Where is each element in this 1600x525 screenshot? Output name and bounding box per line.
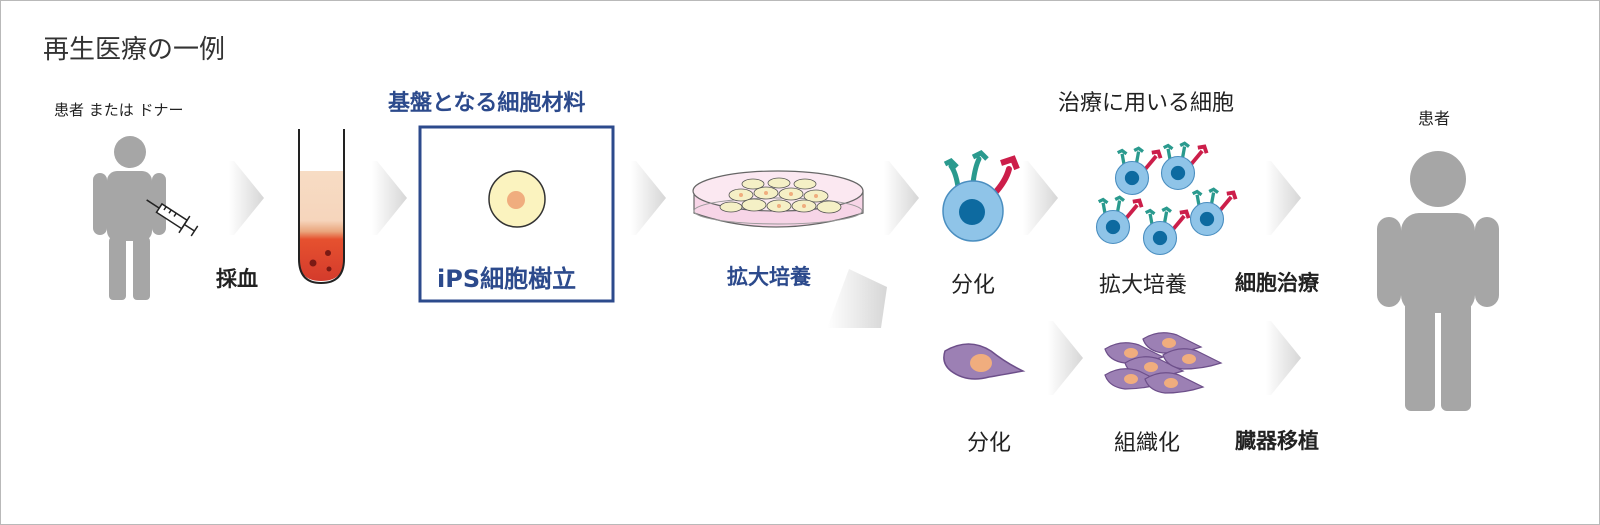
- cell-therapy-label: 細胞治療: [1235, 271, 1319, 295]
- tissue-label: 組織化: [1114, 431, 1181, 456]
- base-material-heading: 基盤となる細胞材料: [388, 91, 586, 116]
- diagonal-arrow-icon: [827, 269, 887, 328]
- ips-cell-icon: [488, 170, 546, 228]
- arrow-icon: [372, 161, 407, 235]
- petri-dish-icon: [692, 170, 864, 228]
- arrow-icon: [1023, 161, 1058, 235]
- arrow-icon: [1048, 321, 1083, 395]
- differentiation-label-upper: 分化: [951, 273, 996, 298]
- blood-draw-label: 採血: [216, 267, 258, 291]
- patient-label: 患者: [1418, 109, 1451, 128]
- arrow-icon: [1266, 321, 1301, 395]
- patient-person-icon: [1377, 151, 1499, 411]
- organ-transplant-label: 臓器移植: [1235, 429, 1319, 453]
- page-title: 再生医療の一例: [43, 35, 226, 65]
- donor-label: 患者 または ドナー: [54, 101, 184, 119]
- arrow-icon: [1266, 161, 1301, 235]
- immune-cell-cluster-icon: [1095, 141, 1238, 256]
- donor-person-icon: [93, 136, 166, 300]
- tissue-icon: [1104, 332, 1223, 394]
- immune-cell-icon: [942, 149, 1020, 242]
- arrow-icon: [631, 161, 666, 235]
- arrow-icon: [884, 161, 919, 235]
- therapy-cells-heading: 治療に用いる細胞: [1058, 91, 1235, 116]
- arrow-icon: [229, 161, 264, 235]
- expansion-label: 拡大培養: [727, 265, 811, 289]
- ips-label: iPS細胞樹立: [437, 265, 577, 293]
- test-tube-icon: [298, 129, 345, 285]
- differentiation-label-lower: 分化: [967, 431, 1012, 456]
- syringe-icon: [146, 199, 199, 237]
- muscle-cell-icon: [943, 343, 1026, 380]
- ips-highlight-box: [418, 125, 615, 303]
- expansion-label-upper: 拡大培養: [1099, 273, 1188, 298]
